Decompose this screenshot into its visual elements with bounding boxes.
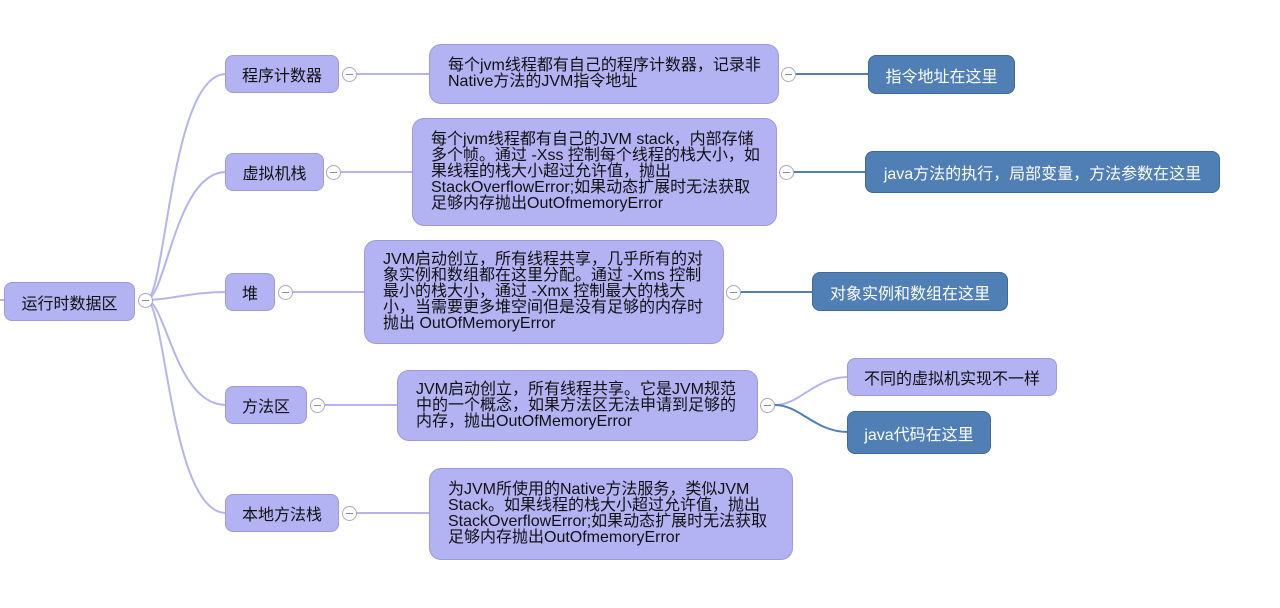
root-label: 运行时数据区 [21,295,118,313]
desc-node-program-counter[interactable]: 每个jvm线程都有自己的程序计数器，记录非Native方法的JVM指令地址 [429,44,779,104]
branch-node-native-method-stack[interactable]: 本地方法栈 [225,494,339,532]
desc-text: JVM启动创立，所有线程共享，几乎所有的对象实例和数组都在这里分配。通过 -Xm… [383,251,704,332]
branch-label: 程序计数器 [241,68,322,85]
desc-3-collapse-toggle[interactable] [726,285,741,300]
branch-node-program-counter[interactable]: 程序计数器 [225,55,339,93]
leaf-node-instruction-address[interactable]: 指令地址在这里 [868,55,1015,94]
desc-text: 每个jvm线程都有自己的JVM stack，内部存储多个帧。通过 -Xss 控制… [431,131,760,212]
root-collapse-toggle[interactable] [138,293,153,308]
branch-node-heap[interactable]: 堆 [225,273,275,311]
leaf-label: java代码在这里 [864,426,974,444]
leaf-label: 指令地址在这里 [885,68,998,86]
connector-root-to-branch-3 [145,291,227,301]
desc-text: 为JVM所使用的Native方法服务，类似JVM Stack。如果线程的栈大小超… [448,481,768,546]
connector-root-to-branch-1 [145,73,227,301]
connector-desc-4-leaf-2 [774,404,849,433]
desc-text: 每个jvm线程都有自己的程序计数器，记录非Native方法的JVM指令地址 [448,57,761,90]
leaf-node-objects-arrays[interactable]: 对象实例和数组在这里 [812,272,1008,311]
branch-5-collapse-toggle[interactable] [342,506,357,521]
desc-node-vm-stack[interactable]: 每个jvm线程都有自己的JVM stack，内部存储多个帧。通过 -Xss 控制… [412,118,777,226]
desc-node-heap[interactable]: JVM启动创立，所有线程共享，几乎所有的对象实例和数组都在这里分配。通过 -Xm… [364,240,724,344]
branch-label: 虚拟机栈 [242,166,307,183]
branch-label: 堆 [241,286,258,303]
branch-node-vm-stack[interactable]: 虚拟机栈 [225,153,324,191]
desc-node-method-area[interactable]: JVM启动创立，所有线程共享。它是JVM规范中的一个概念，如果方法区无法申请到足… [397,370,758,441]
leaf-node-java-code[interactable]: java代码在这里 [847,411,991,454]
branch-label: 本地方法栈 [241,507,322,524]
branch-2-collapse-toggle[interactable] [326,165,341,180]
leaf-node-java-method-execution[interactable]: java方法的执行，局部变量，方法参数在这里 [865,151,1220,193]
root-node[interactable]: 运行时数据区 [4,282,135,321]
branch-3-collapse-toggle[interactable] [278,285,293,300]
leaf-label: 对象实例和数组在这里 [829,285,990,303]
desc-node-native-method-stack[interactable]: 为JVM所使用的Native方法服务，类似JVM Stack。如果线程的栈大小超… [429,468,793,560]
connector-root-to-branch-4 [145,299,227,406]
branch-1-collapse-toggle[interactable] [342,67,357,82]
branch-4-collapse-toggle[interactable] [310,398,325,413]
edge-stub [0,299,4,301]
branch-label: 方法区 [241,399,290,416]
leaf-label: 不同的虚拟机实现不一样 [863,371,1040,388]
branch-node-method-area[interactable]: 方法区 [225,386,307,424]
leaf-label: java方法的执行，局部变量，方法参数在这里 [883,166,1202,183]
desc-2-collapse-toggle[interactable] [779,165,794,180]
desc-1-collapse-toggle[interactable] [781,67,796,82]
leaf-node-vm-implementation-differs[interactable]: 不同的虚拟机实现不一样 [847,358,1057,396]
desc-4-collapse-toggle[interactable] [760,398,775,413]
connector-root-to-branch-2 [145,171,227,301]
connector-desc-4-leaf-1 [774,376,849,406]
desc-text: JVM启动创立，所有线程共享。它是JVM规范中的一个概念，如果方法区无法申请到足… [416,380,737,430]
connector-root-to-branch-5 [145,299,227,514]
